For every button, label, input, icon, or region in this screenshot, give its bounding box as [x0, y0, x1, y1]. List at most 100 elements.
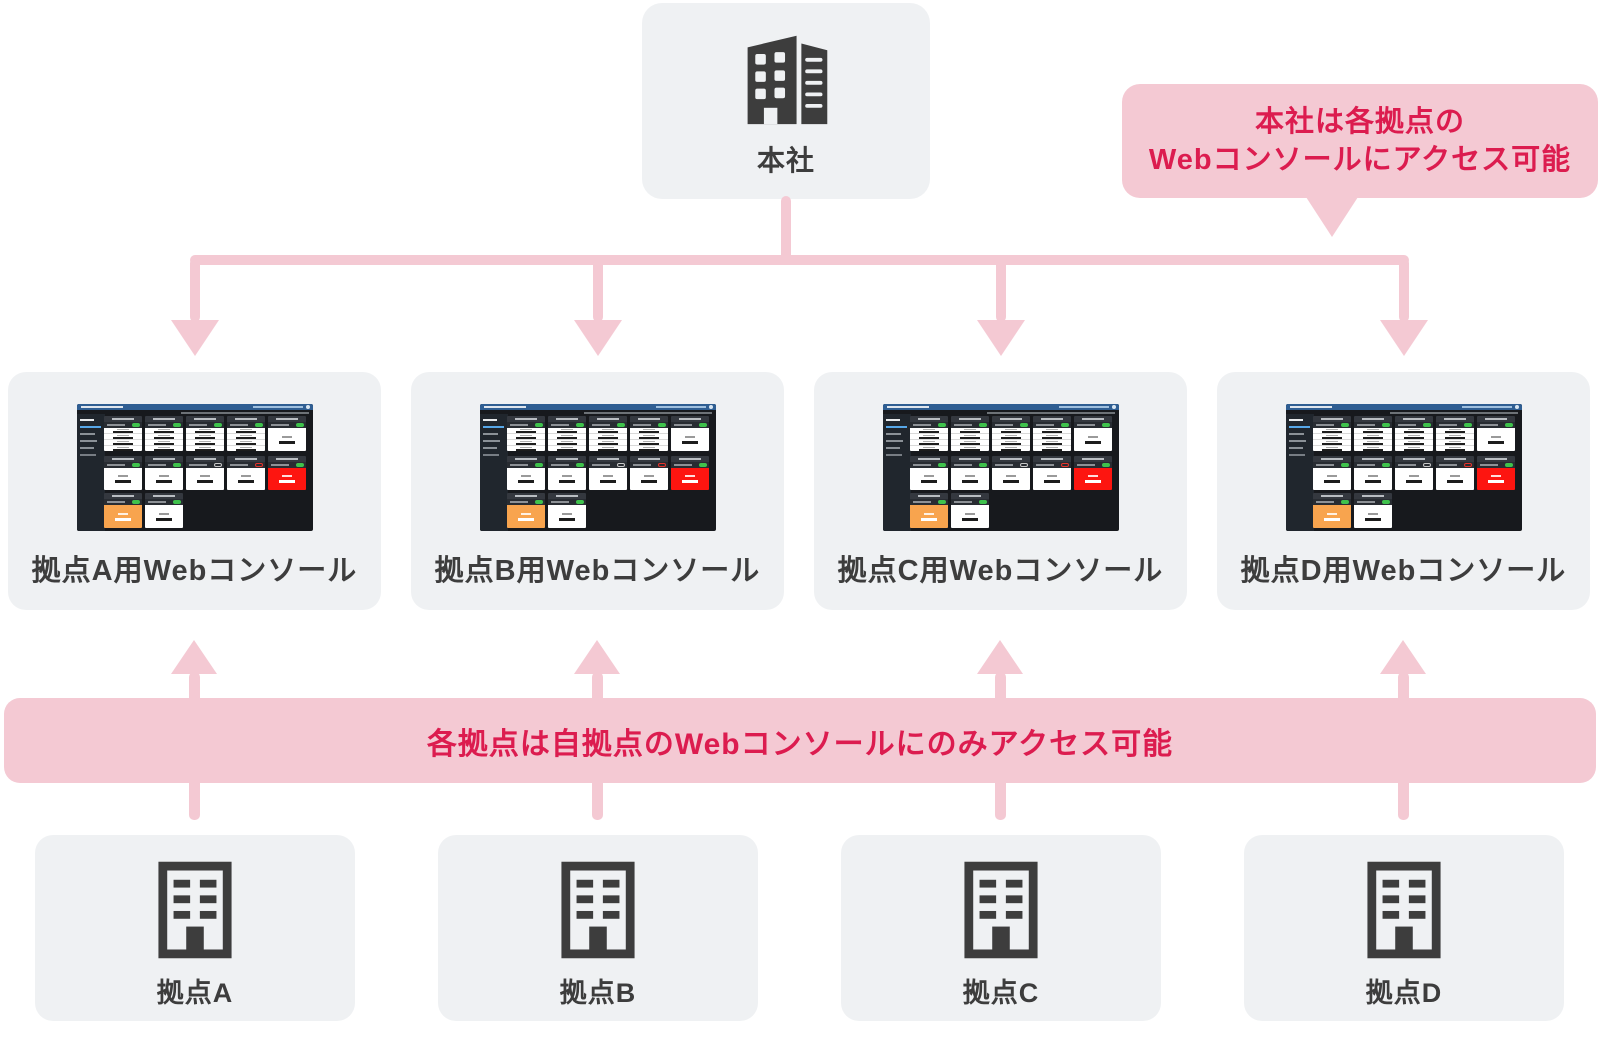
thumb-sensor-card	[1353, 416, 1392, 451]
thumb-sensor-card	[1394, 456, 1433, 490]
thumb-status-pill	[616, 423, 625, 427]
thumb-card-body	[144, 468, 183, 490]
thumb-sensor-card	[909, 456, 948, 490]
thumb-sensor-card	[1435, 416, 1474, 451]
down-arrowhead-b	[574, 320, 622, 356]
thumb-status-pill	[1060, 423, 1069, 427]
dashboard-thumbnail	[76, 404, 313, 531]
thumb-card-body	[103, 428, 142, 451]
thumb-sensor-card	[1312, 416, 1351, 451]
thumb-card-body	[1312, 428, 1351, 451]
thumb-status-pill	[1060, 463, 1069, 467]
site-label-a: 拠点A	[156, 978, 234, 1008]
thumb-sensor-card	[588, 416, 627, 451]
thumb-sensor-card	[629, 456, 668, 490]
thumb-card-body	[588, 428, 627, 451]
thumb-card-body	[506, 505, 545, 528]
thumb-status-pill	[534, 463, 543, 467]
thumb-sensor-card	[670, 456, 709, 490]
site-building-icon	[1367, 861, 1441, 959]
thumb-card-body	[950, 468, 989, 490]
hq-building-icon	[747, 35, 828, 125]
thumb-status-pill	[1381, 463, 1390, 467]
thumb-status-pill	[1504, 463, 1513, 467]
thumb-titlebar	[1285, 404, 1522, 410]
callout-tail	[1306, 197, 1358, 237]
thumb-sensor-card	[1073, 416, 1112, 451]
thumb-user-icon	[305, 405, 310, 409]
thumb-card-body	[144, 428, 183, 451]
console-label-b: 拠点B用Webコンソール	[434, 555, 761, 587]
thumb-status-pill	[1340, 463, 1349, 467]
thumb-sensor-card	[1435, 456, 1474, 490]
thumb-card-body	[1073, 468, 1112, 490]
thumb-sensor-card	[506, 456, 545, 490]
thumb-status-pill	[937, 423, 946, 427]
thumb-sensor-card	[103, 416, 142, 451]
site-label-b: 拠点B	[559, 978, 637, 1008]
thumb-sensor-card	[547, 456, 586, 490]
thumb-card-body	[1476, 468, 1515, 490]
thumb-sensor-card	[267, 416, 306, 451]
thumb-status-pill	[254, 423, 263, 427]
thumb-status-pill	[657, 463, 666, 467]
thumb-sensor-card	[144, 456, 183, 490]
callout-bubble: 本社は各拠点の Webコンソールにアクセス可能	[1122, 84, 1598, 237]
thumb-status-pill	[1340, 500, 1349, 504]
thumb-card-body	[909, 505, 948, 528]
thumb-sensor-card	[1353, 493, 1392, 528]
thumb-sensor-card	[1312, 493, 1351, 528]
thumb-card-body	[629, 468, 668, 490]
site-building-icon	[561, 861, 635, 959]
thumb-sensor-card	[547, 416, 586, 451]
console-box-d: 拠点D用Webコンソール	[1217, 372, 1590, 610]
thumb-toolbar-text	[1389, 412, 1518, 414]
site-box-b: 拠点B	[438, 835, 758, 1021]
down-arrow-shaft-c	[996, 258, 1006, 322]
thumb-status-pill	[1463, 463, 1472, 467]
thumb-status-pill	[937, 463, 946, 467]
thumb-card-body	[588, 468, 627, 490]
thumb-card-body	[991, 468, 1030, 490]
thumb-sidebar	[1285, 414, 1314, 531]
thumb-sensor-card	[144, 416, 183, 451]
thumb-card-body	[547, 505, 586, 528]
down-arrowhead-a	[171, 320, 219, 356]
access-rule-banner: 各拠点は自拠点のWebコンソールにのみアクセス可能	[4, 698, 1596, 783]
thumb-card-body	[1032, 428, 1071, 451]
thumb-card-body	[506, 468, 545, 490]
thumb-status-pill	[172, 423, 181, 427]
thumb-status-pill	[698, 423, 707, 427]
thumb-card-body	[991, 428, 1030, 451]
up-arrowhead-c	[977, 640, 1023, 674]
thumb-status-pill	[131, 500, 140, 504]
down-arrow-shaft-a	[190, 258, 200, 322]
thumb-status-pill	[172, 500, 181, 504]
thumb-status-pill	[1463, 423, 1472, 427]
thumb-sensor-card	[1073, 456, 1112, 490]
site-box-d: 拠点D	[1244, 835, 1564, 1021]
thumb-toolbar-text	[583, 412, 712, 414]
thumb-sensor-card	[1032, 456, 1071, 490]
thumb-sensor-card	[950, 416, 989, 451]
site-box-a: 拠点A	[35, 835, 355, 1021]
thumb-status-pill	[1381, 500, 1390, 504]
thumb-status-pill	[575, 500, 584, 504]
thumb-status-pill	[978, 500, 987, 504]
site-label-c: 拠点C	[962, 978, 1040, 1008]
thumb-sensor-card	[267, 456, 306, 490]
thumb-card-body	[1032, 468, 1071, 490]
thumb-sensor-card	[950, 493, 989, 528]
thumb-card-body	[226, 428, 265, 451]
thumb-card-body	[103, 468, 142, 490]
thumb-sensor-card	[991, 416, 1030, 451]
thumb-status-pill	[213, 423, 222, 427]
hq-label: 本社	[756, 145, 815, 176]
thumb-sidebar	[882, 414, 911, 531]
up-arrowhead-a	[171, 640, 217, 674]
thumb-sensor-card	[991, 456, 1030, 490]
thumb-status-pill	[172, 463, 181, 467]
thumb-status-pill	[213, 463, 222, 467]
thumb-card-body	[1435, 428, 1474, 451]
